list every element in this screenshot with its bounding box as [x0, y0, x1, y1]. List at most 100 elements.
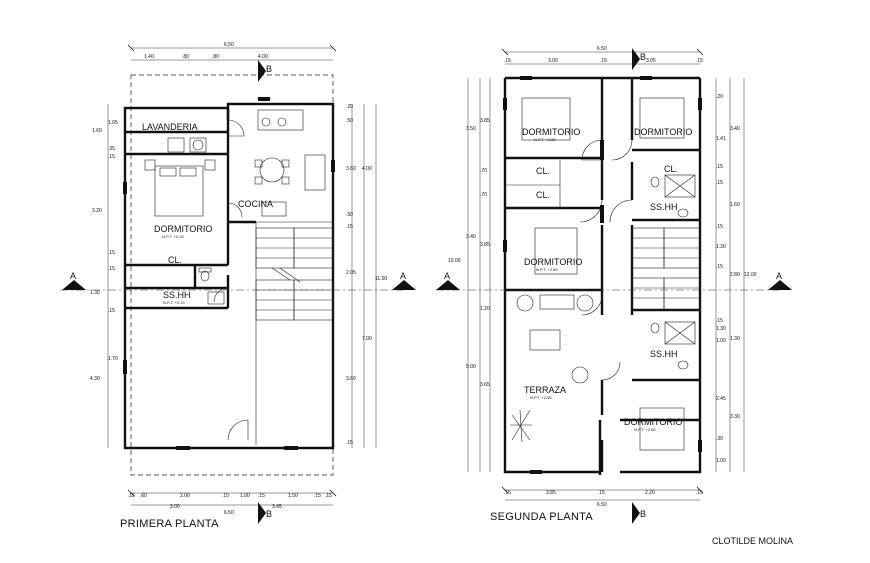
plan-title-segunda: SEGUNDA PLANTA	[490, 511, 593, 523]
dim2-right-7: .15	[716, 264, 723, 270]
dim-bottom-part-3: 2.00	[180, 493, 190, 499]
dim2-right-2: 1.41	[716, 136, 726, 142]
dim2-right-5: 1.30	[716, 244, 726, 250]
dim-bottom-part-6: .15	[258, 493, 265, 499]
section-letter-left-2: A	[444, 271, 450, 281]
room-label-closet: CL.	[168, 255, 182, 265]
dim2-right-outer-2: 1.60	[730, 202, 740, 208]
first-floor-lot-outline	[130, 74, 334, 476]
dim-top-part-1: 1.40	[144, 54, 154, 60]
dim-left-2: 1.05	[108, 120, 118, 126]
second-floor-doors	[579, 139, 633, 381]
room-label-closet-b: CL.	[536, 190, 550, 200]
first-floor-bed	[144, 159, 216, 217]
north-letter-top-2: B	[640, 52, 646, 62]
dim-right-5: .15	[346, 224, 353, 230]
second-floor-bath-fixtures	[650, 174, 696, 370]
dim2-left-7: 1.20	[480, 306, 490, 312]
room-label-closet-a: CL.	[536, 166, 550, 176]
second-floor-beds	[521, 97, 685, 451]
dim2-bottom-part-1: .15	[504, 490, 511, 496]
room-label-dormitorio: DORMITORIO	[154, 224, 212, 234]
dim-right-8: .15	[346, 440, 353, 446]
room-label-bath-a: SS.HH	[650, 202, 678, 212]
plan-title-primera: PRIMERA PLANTA	[120, 518, 219, 530]
author-signature: CLOTILDE MOLINA	[712, 536, 793, 546]
dim-top-part-4: 4.00	[258, 54, 268, 60]
dim-left-5: 3.20	[92, 208, 102, 214]
dim-left-9: .15	[108, 308, 115, 314]
first-floor-windows	[123, 97, 335, 450]
section-letter-right: A	[400, 271, 406, 281]
section-marker-left-2-icon	[436, 280, 460, 290]
dim2-top-total: 6.50	[597, 46, 607, 52]
second-floor-outer-walls	[503, 76, 702, 475]
dim-bottom-right: 3.45	[272, 504, 282, 510]
first-floor-partitions	[125, 108, 256, 310]
dim-bottom-part-7: 1.50	[288, 493, 298, 499]
dim-left-10: 1.70	[108, 356, 118, 362]
dim2-right-6: .15	[716, 224, 723, 230]
dim-left-1: 1.60	[92, 128, 102, 134]
room-label-closet-c: CL.	[664, 164, 678, 174]
room-label-bath: SS.HH	[163, 290, 191, 300]
second-floor-stairs	[631, 227, 701, 311]
dim2-bottom-part-3: .15	[598, 490, 605, 496]
first-floor-bath-fixtures	[198, 267, 225, 305]
dim-right-4: .50	[346, 212, 353, 218]
room-label-dorm-d: DORMITORIO	[624, 417, 682, 427]
dim2-bottom-total: 6.50	[597, 502, 607, 508]
dim2-bottom-part-5: .15	[696, 490, 703, 496]
dim-bottom-part-2: .60	[140, 493, 147, 499]
dim-left-11: 4.30	[90, 376, 100, 382]
second-floor-dimension-lines	[467, 48, 745, 501]
dim-right-outer-2: 7.00	[362, 336, 372, 342]
dim2-right-outer-5: 3.30	[730, 414, 740, 420]
north-letter-bottom: B	[266, 509, 272, 519]
dim-bottom-left: 3.00	[170, 504, 180, 510]
dim-right-outer-1: 4.00	[362, 166, 372, 172]
level-note-dorm-c: N.P.T. +2.65	[536, 267, 558, 272]
dim-bottom-part-8: .15	[314, 493, 321, 499]
first-floor-plan: LAVANDERIA COCINA DORMITORIO N.P.T. +0.1…	[60, 42, 416, 530]
second-floor-plan: DORMITORIO N.P.T. +2.65 DORMITORIO CL. C…	[436, 46, 792, 524]
north-marker-bottom-icon	[258, 502, 266, 524]
dim2-right-10: 1.00	[716, 338, 726, 344]
room-label-bath-b: SS.HH	[650, 349, 678, 359]
section-marker-right-icon	[392, 280, 416, 290]
dim2-right-outer-3: 2.80	[730, 272, 740, 278]
north-letter-top: B	[266, 64, 272, 74]
dim2-right-11: 2.45	[716, 396, 726, 402]
level-note-dormitorio: N.P.T. +0.15	[162, 234, 184, 239]
first-floor-doors	[213, 119, 249, 441]
dim2-top-part-1: .15	[504, 58, 511, 64]
room-label-dorm-b: DORMITORIO	[634, 127, 692, 137]
room-label-terraza: TERRAZA	[524, 385, 566, 395]
dim2-top-part-2: 3.00	[548, 58, 558, 64]
section-letter-right-2: A	[776, 271, 782, 281]
dim-left-3: .35	[108, 146, 115, 152]
dim2-right-8: 1.30	[716, 326, 726, 332]
dim-right-2: .50	[346, 118, 353, 124]
dim2-top-part-4: 3.05	[646, 58, 656, 64]
dim2-right-13: 1.00	[716, 458, 726, 464]
dim-right-7: 3.60	[346, 376, 356, 382]
dim-left-7: .15	[108, 266, 115, 272]
laundry-walls	[123, 106, 228, 132]
dim-top-total: 6.50	[224, 42, 234, 48]
section-marker-right-2-icon	[768, 280, 792, 290]
level-note-terraza: N.P.T. +2.65	[530, 395, 552, 400]
dim-right-outer-3: 11.00	[375, 276, 387, 282]
laundry-appliances	[167, 137, 207, 153]
dim2-right-1: .20	[716, 94, 723, 100]
dim-top-part-2: .80	[182, 54, 189, 60]
dim-right-6: 2.05	[346, 270, 356, 276]
dim2-right-12: .30	[716, 436, 723, 442]
dim2-left-8: 5.00	[466, 364, 476, 370]
room-label-cocina: COCINA	[238, 199, 273, 209]
dim2-bottom-part-4: 2.20	[645, 490, 655, 496]
closet-lines	[505, 160, 561, 209]
second-floor-windows	[503, 76, 702, 474]
room-label-lavanderia: LAVANDERIA	[142, 122, 198, 132]
